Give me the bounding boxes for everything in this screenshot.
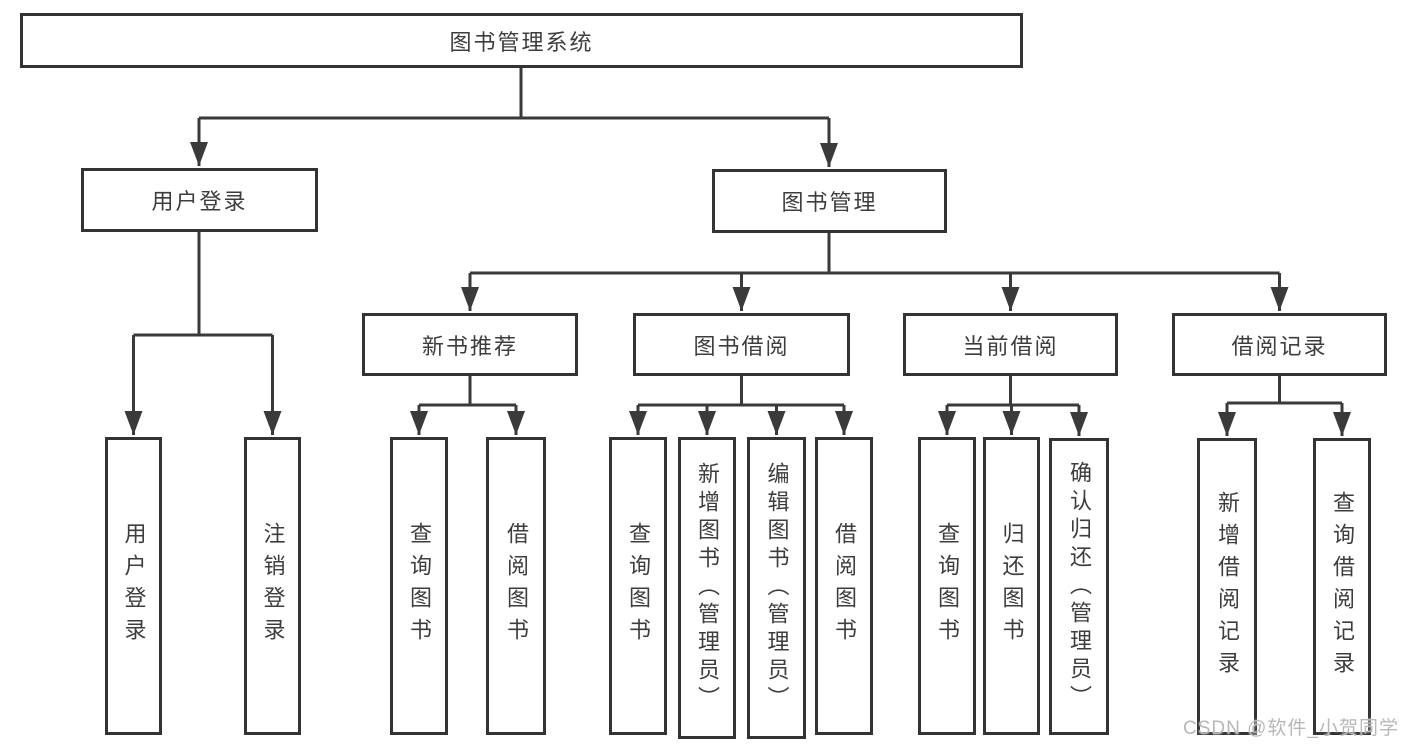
- node-root-system: 图书管理系统: [20, 13, 1023, 68]
- leaf-return-books: 归还图书: [983, 437, 1040, 735]
- node-user-login-label: 用户登录: [151, 189, 248, 214]
- leaf-user-login-label: 用户登录: [121, 522, 147, 650]
- csdn-watermark: CSDN @软件_小贺同学: [1183, 718, 1399, 739]
- leaf-edit-books-admin-label: 编辑图书（管理员）: [764, 462, 790, 714]
- leaf-query-borrow-record-label: 查询借阅记录: [1330, 490, 1355, 683]
- leaf-logout: 注销登录: [244, 437, 301, 735]
- leaf-add-borrow-record: 新增借阅记录: [1197, 438, 1257, 735]
- connector-root-to-level1: [190, 68, 838, 167]
- node-new-book-recommend: 新书推荐: [362, 313, 578, 376]
- leaf-query-books-current: 查询图书: [918, 437, 976, 735]
- connector-current-borrow-children: [938, 376, 1088, 436]
- leaf-edit-books-admin: 编辑图书（管理员）: [747, 437, 806, 739]
- connector-new-book-recommend-children: [410, 376, 525, 435]
- leaf-user-login: 用户登录: [105, 437, 162, 735]
- leaf-borrow-books-recommend-label: 借阅图书: [504, 522, 529, 650]
- leaf-add-borrow-record-label: 新增借阅记录: [1215, 490, 1240, 683]
- node-borrow-records-label: 借阅记录: [1231, 333, 1328, 359]
- leaf-query-books-borrow-label: 查询图书: [626, 522, 651, 650]
- node-borrow-records: 借阅记录: [1172, 313, 1387, 376]
- leaf-query-books-borrow: 查询图书: [609, 437, 667, 735]
- node-book-borrow-label: 图书借阅: [693, 333, 790, 359]
- leaf-logout-label: 注销登录: [260, 522, 286, 650]
- leaf-borrow-books: 借阅图书: [815, 437, 873, 735]
- leaf-query-books-recommend: 查询图书: [390, 437, 448, 735]
- leaf-borrow-books-recommend: 借阅图书: [486, 437, 546, 735]
- node-current-borrow-label: 当前借阅: [962, 333, 1059, 359]
- node-root-system-label: 图书管理系统: [449, 29, 594, 55]
- node-book-management-label: 图书管理: [781, 190, 878, 215]
- leaf-query-books-current-label: 查询图书: [935, 522, 960, 650]
- leaf-query-borrow-record: 查询借阅记录: [1313, 438, 1371, 735]
- leaf-return-books-label: 归还图书: [999, 522, 1025, 650]
- leaf-confirm-return-admin: 确认归还（管理员）: [1049, 438, 1109, 735]
- node-user-login: 用户登录: [81, 168, 318, 232]
- node-book-borrow: 图书借阅: [633, 313, 850, 376]
- leaf-query-books-recommend-label: 查询图书: [407, 522, 432, 650]
- node-book-management: 图书管理: [712, 169, 947, 233]
- node-current-borrow: 当前借阅: [903, 313, 1118, 376]
- connector-borrow-records-children: [1218, 376, 1351, 436]
- leaf-add-books-admin: 新增图书（管理员）: [678, 437, 736, 739]
- leaf-confirm-return-admin-label: 确认归还（管理员）: [1067, 460, 1092, 713]
- connector-user-login-children: [124, 232, 282, 435]
- node-new-book-recommend-label: 新书推荐: [421, 333, 518, 359]
- connector-book-borrow-children: [629, 376, 853, 435]
- leaf-borrow-books-label: 借阅图书: [832, 522, 857, 650]
- connector-book-management-children: [461, 233, 1289, 311]
- leaf-add-books-admin-label: 新增图书（管理员）: [695, 462, 720, 714]
